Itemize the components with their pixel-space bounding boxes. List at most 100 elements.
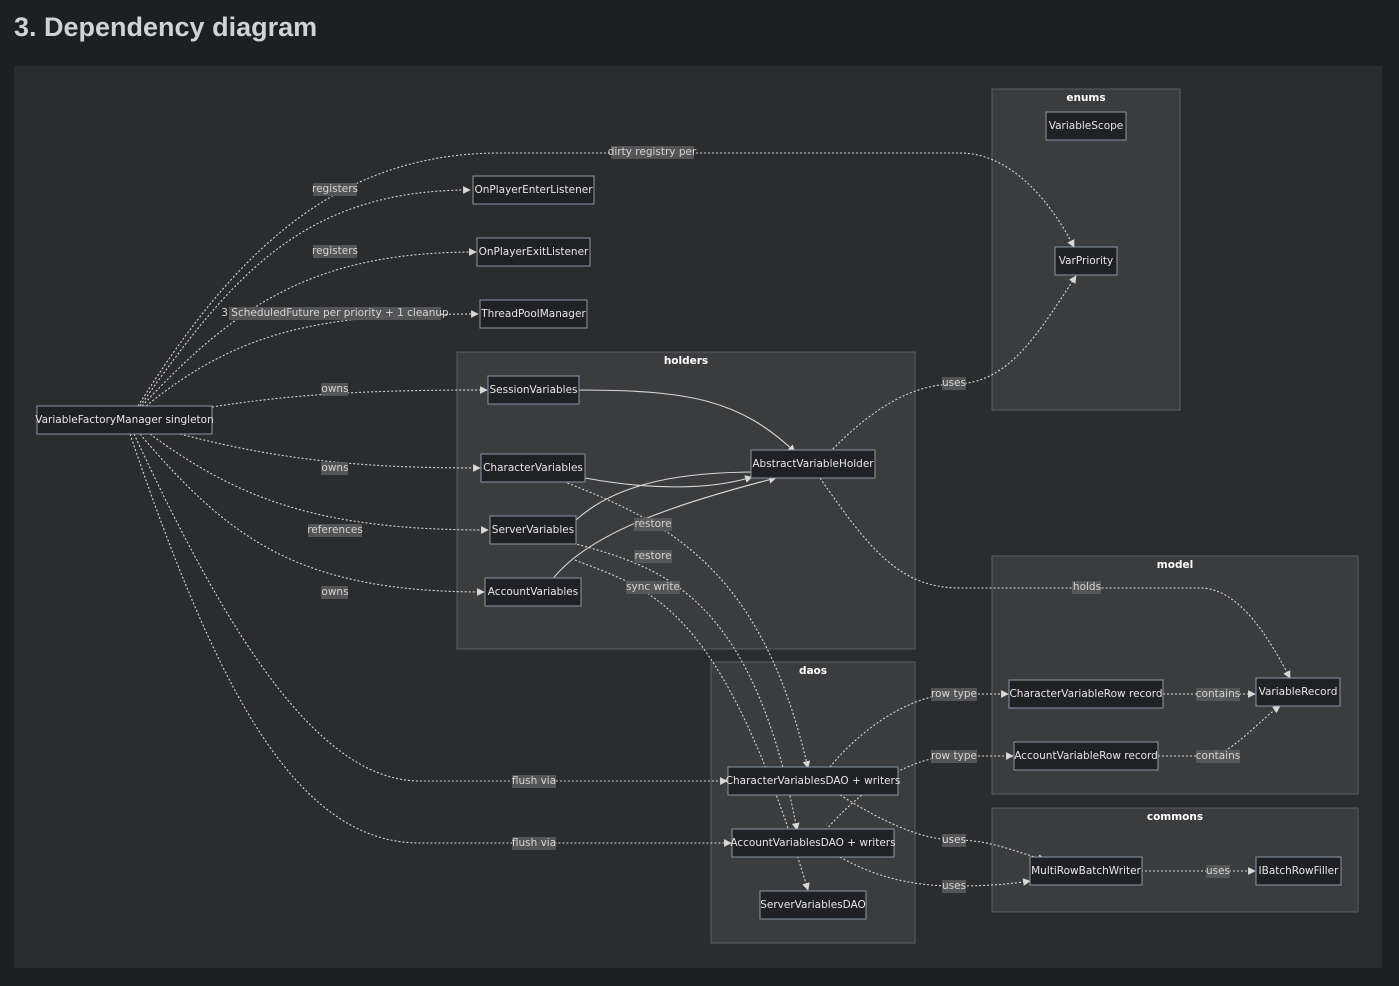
- node-account-variables-dao[interactable]: AccountVariablesDAO + writers: [730, 828, 896, 858]
- svg-text:SessionVariables: SessionVariables: [489, 384, 577, 396]
- edge-label-contains-2: contains: [1196, 750, 1240, 763]
- svg-text:uses: uses: [942, 377, 966, 389]
- svg-text:CharacterVariables: CharacterVariables: [483, 462, 583, 474]
- node-on-player-enter-listener[interactable]: OnPlayerEnterListener: [472, 175, 595, 205]
- edge-label-flush-1: flush via: [512, 775, 556, 788]
- edge-restore-character: [559, 479, 811, 769]
- svg-text:contains: contains: [1196, 688, 1240, 700]
- edge-label-dirty: dirty registry per: [608, 146, 697, 159]
- svg-text:uses: uses: [942, 880, 966, 892]
- edge-label-scheduled: 3 ScheduledFuture per priority + 1 clean…: [221, 307, 449, 320]
- edge-owns-character: [179, 433, 481, 472]
- edge-label-owns-2: owns: [321, 462, 349, 475]
- svg-text:references: references: [307, 524, 363, 536]
- edge-label-contains-1: contains: [1196, 688, 1240, 701]
- node-var-priority[interactable]: VarPriority: [1054, 246, 1118, 276]
- edge-dirty-registry: [137, 152, 1075, 407]
- edge-labels: dirty registry per registers registers 3…: [221, 146, 1240, 893]
- svg-text:IBatchRowFiller: IBatchRowFiller: [1259, 865, 1340, 877]
- svg-text:ServerVariables: ServerVariables: [492, 524, 574, 536]
- svg-text:enums: enums: [1066, 92, 1105, 104]
- edge-label-holds: holds: [1072, 581, 1101, 594]
- node-variable-scope[interactable]: VariableScope: [1045, 111, 1127, 141]
- svg-text:AbstractVariableHolder: AbstractVariableHolder: [752, 458, 874, 470]
- edge-owns-session: [211, 386, 488, 408]
- svg-text:OnPlayerExitListener: OnPlayerExitListener: [479, 246, 589, 258]
- edge-character-abstract: [584, 475, 753, 488]
- edge-scheduled-future: [145, 310, 479, 407]
- svg-text:3 ScheduledFuture per priority: 3 ScheduledFuture per priority + 1 clean…: [221, 307, 449, 319]
- edge-label-registers-1: registers: [312, 183, 358, 196]
- edge-label-restore-1: restore: [634, 518, 672, 531]
- svg-text:OnPlayerEnterListener: OnPlayerEnterListener: [474, 184, 593, 196]
- svg-text:restore: restore: [634, 518, 671, 530]
- svg-text:registers: registers: [312, 245, 358, 257]
- edge-label-references: references: [307, 524, 363, 537]
- svg-text:flush via: flush via: [512, 775, 556, 787]
- svg-text:VariableFactoryManager singlet: VariableFactoryManager singleton: [35, 414, 214, 426]
- svg-text:owns: owns: [321, 586, 348, 598]
- svg-text:contains: contains: [1196, 750, 1240, 762]
- node-abstract-variable-holder[interactable]: AbstractVariableHolder: [750, 449, 876, 479]
- svg-text:owns: owns: [321, 462, 348, 474]
- edge-restore-account: [561, 539, 800, 831]
- svg-text:restore: restore: [634, 550, 671, 562]
- node-server-variables-dao[interactable]: ServerVariablesDAO: [759, 890, 867, 920]
- node-thread-pool-manager[interactable]: ThreadPoolManager: [479, 299, 588, 329]
- edge-registers-enter: [139, 186, 471, 407]
- page-title: 3. Dependency diagram: [14, 12, 318, 42]
- svg-text:row type: row type: [931, 750, 977, 762]
- svg-text:AccountVariables: AccountVariables: [488, 586, 578, 598]
- svg-text:VariableRecord: VariableRecord: [1259, 686, 1338, 698]
- node-account-variables[interactable]: AccountVariables: [484, 577, 582, 607]
- svg-text:holds: holds: [1073, 581, 1101, 593]
- edge-label-rowtype-2: row type: [931, 750, 977, 763]
- edge-uses-acc-mrbw: [839, 856, 1031, 887]
- edge-label-uses-acc: uses: [942, 880, 966, 893]
- node-on-player-exit-listener[interactable]: OnPlayerExitListener: [476, 237, 591, 267]
- svg-text:uses: uses: [942, 834, 966, 846]
- edge-label-uses-ibrf: uses: [1206, 865, 1230, 878]
- node-character-variable-row[interactable]: CharacterVariableRow record: [1008, 679, 1164, 709]
- node-ibatch-row-filler[interactable]: IBatchRowFiller: [1255, 856, 1342, 886]
- svg-text:AccountVariableRow record: AccountVariableRow record: [1014, 750, 1158, 762]
- dependency-diagram: enums holders model daos commons: [35, 88, 1359, 944]
- svg-text:uses: uses: [1206, 865, 1230, 877]
- edge-label-registers-2: registers: [312, 245, 358, 258]
- edge-label-owns-3: owns: [321, 586, 349, 599]
- edge-holds-record: [819, 477, 1291, 679]
- svg-text:daos: daos: [799, 665, 827, 677]
- edge-label-owns-1: owns: [321, 383, 349, 396]
- edge-label-sync-write: sync write: [626, 581, 680, 594]
- svg-text:registers: registers: [312, 183, 358, 195]
- edge-flush-acc: [129, 433, 732, 847]
- svg-text:VariableScope: VariableScope: [1049, 120, 1124, 132]
- edge-references-server: [149, 433, 489, 534]
- svg-text:MultiRowBatchWriter: MultiRowBatchWriter: [1031, 865, 1141, 877]
- edge-owns-account: [139, 433, 485, 596]
- node-multi-row-batch-writer[interactable]: MultiRowBatchWriter: [1029, 856, 1143, 886]
- svg-text:CharacterVariableRow record: CharacterVariableRow record: [1009, 688, 1162, 700]
- edge-session-abstract: [577, 389, 796, 453]
- svg-text:model: model: [1157, 559, 1193, 571]
- svg-text:flush via: flush via: [512, 837, 556, 849]
- svg-text:sync write: sync write: [626, 581, 680, 593]
- svg-text:AccountVariablesDAO + writers: AccountVariablesDAO + writers: [730, 837, 895, 849]
- edge-registers-exit: [141, 248, 477, 407]
- edge-label-restore-2: restore: [634, 550, 672, 563]
- svg-text:VarPriority: VarPriority: [1059, 255, 1114, 267]
- node-session-variables[interactable]: SessionVariables: [487, 375, 580, 405]
- node-character-variables[interactable]: CharacterVariables: [480, 453, 586, 483]
- svg-text:commons: commons: [1147, 811, 1203, 823]
- edge-label-flush-2: flush via: [512, 837, 556, 850]
- node-server-variables[interactable]: ServerVariables: [489, 515, 577, 545]
- svg-text:holders: holders: [664, 355, 708, 367]
- node-character-variables-dao[interactable]: CharacterVariablesDAO + writers: [726, 766, 901, 796]
- edge-server-abstract: [575, 468, 759, 521]
- svg-text:ThreadPoolManager: ThreadPoolManager: [480, 308, 586, 320]
- edge-flush-char: [133, 433, 728, 785]
- node-variable-record[interactable]: VariableRecord: [1255, 677, 1341, 707]
- node-account-variable-row[interactable]: AccountVariableRow record: [1013, 741, 1159, 771]
- node-variable-factory-manager[interactable]: VariableFactoryManager singleton: [35, 405, 214, 435]
- svg-text:dirty registry per: dirty registry per: [608, 146, 697, 158]
